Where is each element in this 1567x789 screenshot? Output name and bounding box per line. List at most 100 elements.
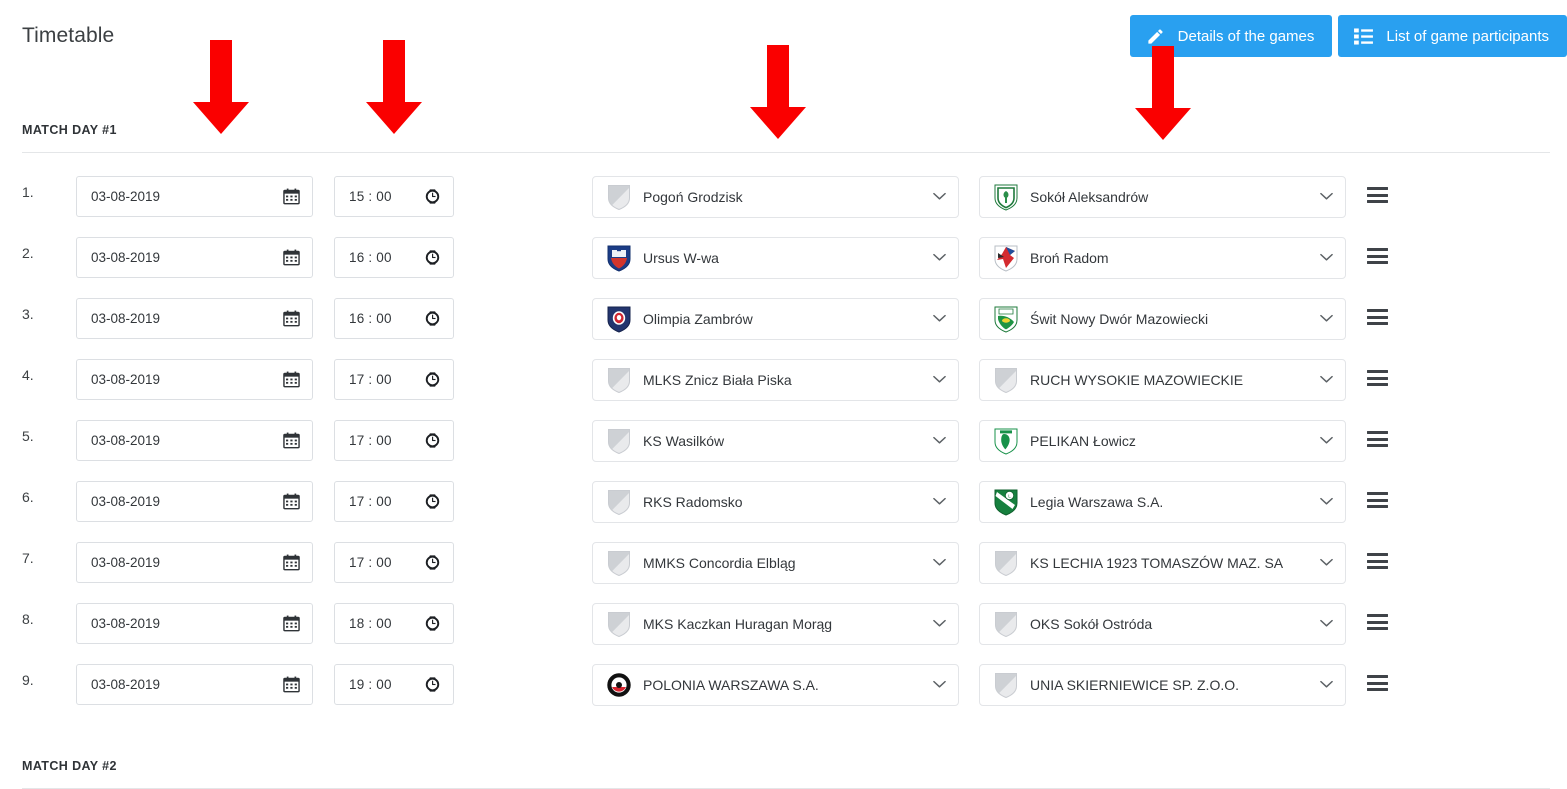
match-time-input[interactable]: 16 : 00 — [334, 237, 454, 278]
away-team-select[interactable]: Broń Radom — [979, 237, 1346, 279]
match-time-value: 16 : 00 — [349, 250, 392, 265]
row-index: 3. — [22, 306, 34, 322]
chevron-down-icon[interactable] — [933, 554, 946, 572]
match-date-input[interactable]: 03-08-2019 — [76, 298, 313, 339]
chevron-down-icon[interactable] — [1320, 432, 1333, 450]
match-time-input[interactable]: 18 : 00 — [334, 603, 454, 644]
clock-icon[interactable] — [424, 676, 441, 693]
clock-icon[interactable] — [424, 249, 441, 266]
match-date-input[interactable]: 03-08-2019 — [76, 420, 313, 461]
match-time-input[interactable]: 17 : 00 — [334, 420, 454, 461]
match-date-input[interactable]: 03-08-2019 — [76, 664, 313, 705]
home-team-select[interactable]: MKS Kaczkan Huragan Morąg — [592, 603, 959, 645]
drag-handle-icon[interactable] — [1367, 675, 1388, 691]
match-time-input[interactable]: 19 : 00 — [334, 664, 454, 705]
clock-icon[interactable] — [424, 188, 441, 205]
match-time-input[interactable]: 17 : 00 — [334, 481, 454, 522]
drag-handle-icon[interactable] — [1367, 492, 1388, 508]
table-row: 3. 03-08-2019 16 : 00 Olimpia Zambrów Świt N… — [0, 290, 1567, 351]
away-team-select[interactable]: Świt Nowy Dwór Mazowiecki — [979, 298, 1346, 340]
chevron-down-icon[interactable] — [1320, 371, 1333, 389]
drag-handle-icon[interactable] — [1367, 370, 1388, 386]
row-index: 4. — [22, 367, 34, 383]
crest-pelikan-green — [993, 427, 1019, 455]
home-team-select[interactable]: KS Wasilków — [592, 420, 959, 462]
away-team-select[interactable]: UNIA SKIERNIEWICE SP. Z.O.O. — [979, 664, 1346, 706]
calendar-icon[interactable] — [283, 432, 300, 449]
chevron-down-icon[interactable] — [933, 615, 946, 633]
calendar-icon[interactable] — [283, 188, 300, 205]
topbar-actions: Details of the games List of game partic… — [1129, 15, 1567, 57]
calendar-icon[interactable] — [283, 676, 300, 693]
drag-handle-icon[interactable] — [1367, 431, 1388, 447]
match-date-input[interactable]: 03-08-2019 — [76, 176, 313, 217]
calendar-icon[interactable] — [283, 615, 300, 632]
chevron-down-icon — [1320, 253, 1333, 261]
chevron-down-icon[interactable] — [933, 249, 946, 267]
clock-icon[interactable] — [424, 310, 441, 327]
chevron-down-icon[interactable] — [933, 188, 946, 206]
crest-generic-gray — [993, 671, 1019, 699]
away-team-select[interactable]: Sokół Aleksandrów — [979, 176, 1346, 218]
chevron-down-icon[interactable] — [1320, 188, 1333, 206]
chevron-down-icon[interactable] — [1320, 554, 1333, 572]
chevron-down-icon[interactable] — [933, 432, 946, 450]
chevron-down-icon[interactable] — [1320, 615, 1333, 633]
match-date-value: 03-08-2019 — [91, 250, 161, 265]
calendar-icon[interactable] — [283, 249, 300, 266]
chevron-down-icon[interactable] — [1320, 249, 1333, 267]
chevron-down-icon[interactable] — [933, 371, 946, 389]
drag-handle-icon[interactable] — [1367, 248, 1388, 264]
clock-icon[interactable] — [424, 615, 441, 632]
match-time-input[interactable]: 17 : 00 — [334, 359, 454, 400]
match-date-input[interactable]: 03-08-2019 — [76, 359, 313, 400]
away-team-select[interactable]: PELIKAN Łowicz — [979, 420, 1346, 462]
clock-icon[interactable] — [424, 493, 441, 510]
match-day-2-heading: MATCH DAY #2 — [22, 759, 117, 773]
calendar-icon — [283, 493, 300, 510]
clock-icon[interactable] — [424, 432, 441, 449]
chevron-down-icon[interactable] — [1320, 676, 1333, 694]
row-index: 1. — [22, 184, 34, 200]
match-time-input[interactable]: 15 : 00 — [334, 176, 454, 217]
clock-icon[interactable] — [424, 554, 441, 571]
home-team-select[interactable]: Ursus W-wa — [592, 237, 959, 279]
drag-handle-icon[interactable] — [1367, 553, 1388, 569]
chevron-down-icon[interactable] — [933, 676, 946, 694]
drag-handle-icon[interactable] — [1367, 614, 1388, 630]
calendar-icon[interactable] — [283, 371, 300, 388]
away-team-select[interactable]: OKS Sokół Ostróda — [979, 603, 1346, 645]
home-team-select[interactable]: Olimpia Zambrów — [592, 298, 959, 340]
home-team-name: Ursus W-wa — [643, 250, 719, 266]
calendar-icon[interactable] — [283, 554, 300, 571]
chevron-down-icon[interactable] — [933, 493, 946, 511]
list-of-game-participants-button[interactable]: List of game participants — [1338, 15, 1567, 57]
drag-handle-icon[interactable] — [1367, 309, 1388, 325]
calendar-icon — [283, 188, 300, 205]
match-time-input[interactable]: 17 : 00 — [334, 542, 454, 583]
chevron-down-icon[interactable] — [1320, 493, 1333, 511]
home-team-select[interactable]: Pogoń Grodzisk — [592, 176, 959, 218]
clock-icon[interactable] — [424, 371, 441, 388]
calendar-icon[interactable] — [283, 310, 300, 327]
match-time-input[interactable]: 16 : 00 — [334, 298, 454, 339]
match-date-input[interactable]: 03-08-2019 — [76, 603, 313, 644]
home-team-select[interactable]: POLONIA WARSZAWA S.A. — [592, 664, 959, 706]
away-team-select[interactable]: RUCH WYSOKIE MAZOWIECKIE — [979, 359, 1346, 401]
match-date-input[interactable]: 03-08-2019 — [76, 542, 313, 583]
list-icon — [1354, 27, 1374, 45]
home-team-select[interactable]: MMKS Concordia Elbląg — [592, 542, 959, 584]
home-team-select[interactable]: MLKS Znicz Biała Piska — [592, 359, 959, 401]
match-date-input[interactable]: 03-08-2019 — [76, 481, 313, 522]
away-team-select[interactable]: KS LECHIA 1923 TOMASZÓW MAZ. SA — [979, 542, 1346, 584]
away-team-name: UNIA SKIERNIEWICE SP. Z.O.O. — [1030, 677, 1240, 693]
chevron-down-icon[interactable] — [1320, 310, 1333, 328]
crest-sokol-green — [994, 184, 1018, 211]
drag-handle-icon[interactable] — [1367, 187, 1388, 203]
calendar-icon[interactable] — [283, 493, 300, 510]
match-date-input[interactable]: 03-08-2019 — [76, 237, 313, 278]
home-team-select[interactable]: RKS Radomsko — [592, 481, 959, 523]
chevron-down-icon[interactable] — [933, 310, 946, 328]
